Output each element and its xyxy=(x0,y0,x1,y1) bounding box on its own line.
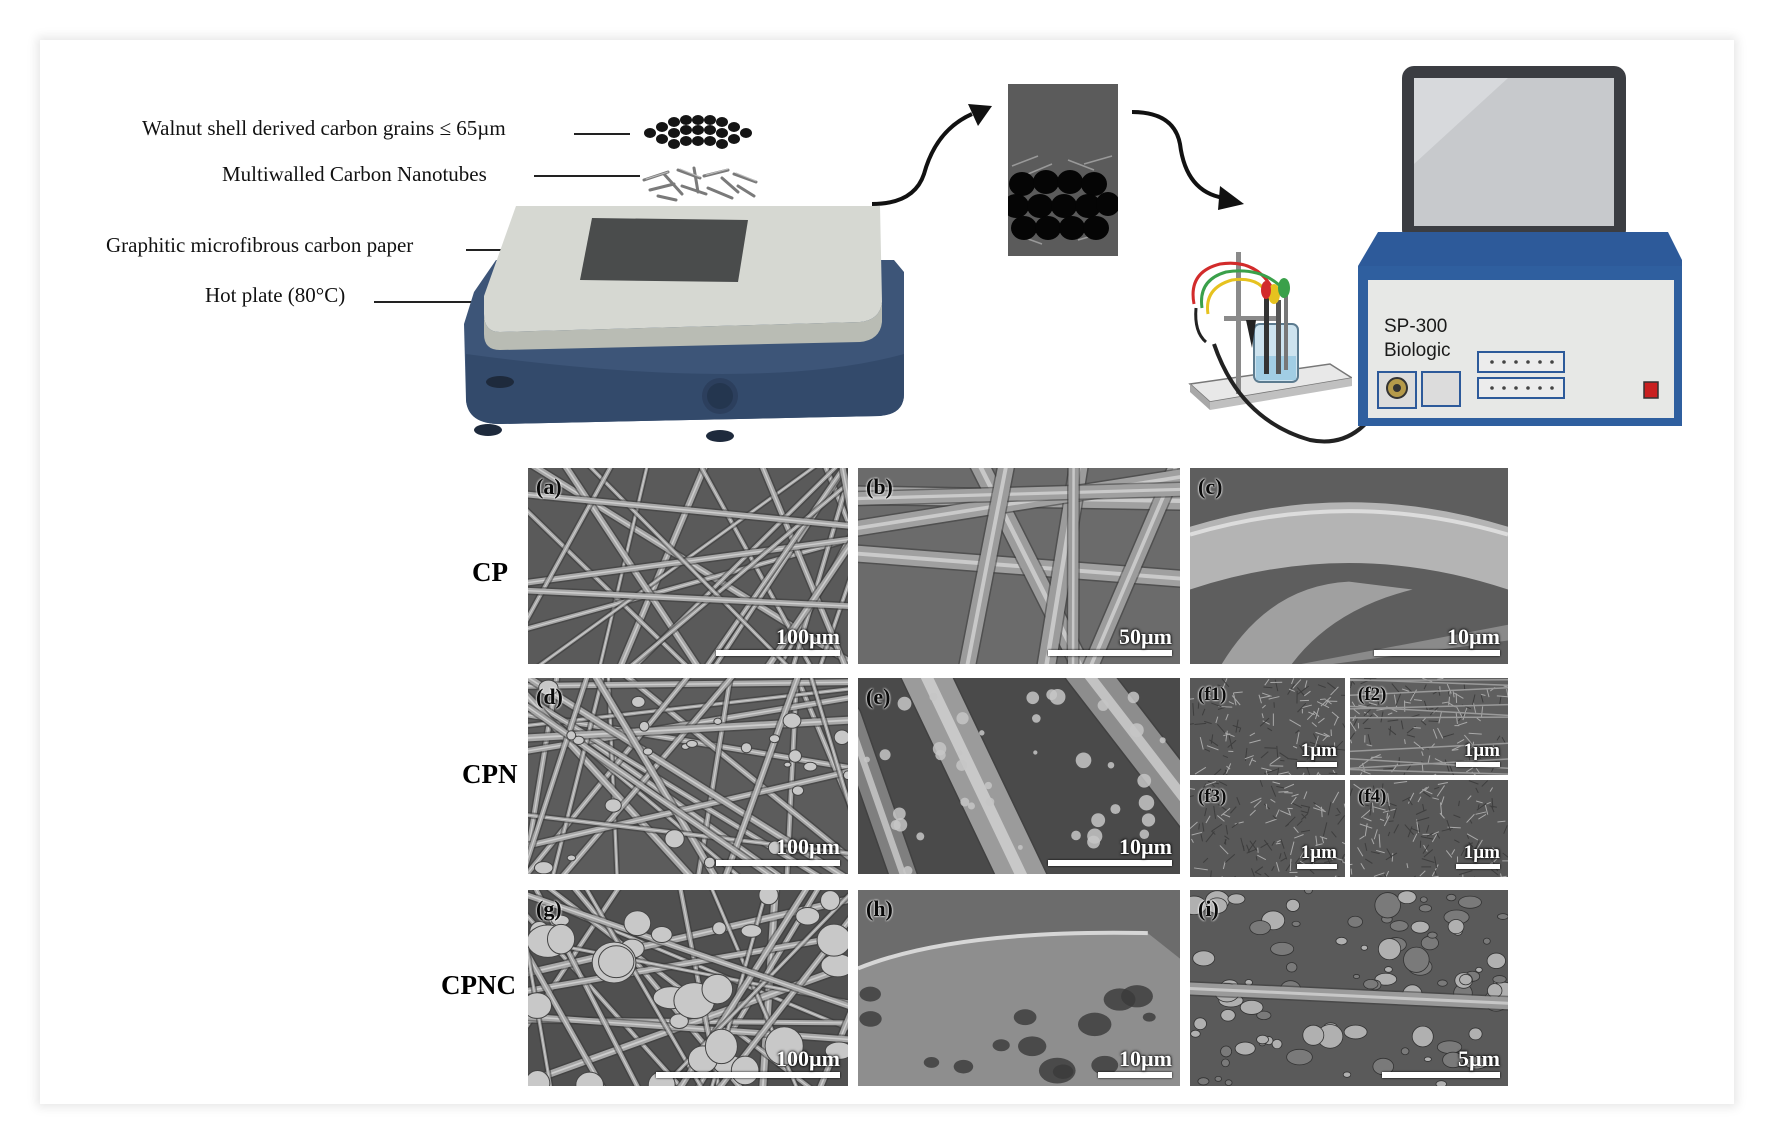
sem-panel-c: (c) 10µm xyxy=(1190,468,1508,664)
scale-bar: 100µm xyxy=(656,1048,840,1078)
row-label-cpnc: CPNC xyxy=(441,970,516,1000)
scale-bar: 100µm xyxy=(716,836,840,866)
panel-label: (a) xyxy=(536,474,562,499)
scale-bar: 1µm xyxy=(1297,843,1337,869)
scale-bar: 50µm xyxy=(1048,626,1172,656)
panel-label: (h) xyxy=(866,896,893,921)
scale-bar: 1µm xyxy=(1297,741,1337,767)
sem-panel-f4: (f4) 1µm xyxy=(1350,780,1508,877)
panel-label: (d) xyxy=(536,684,563,709)
sem-panel-h: (h) 10µm xyxy=(858,890,1180,1086)
panel-label: (e) xyxy=(866,684,891,709)
panel-label: (g) xyxy=(536,896,562,921)
instrument-brand: Biologic xyxy=(1384,340,1451,361)
scale-bar: 100µm xyxy=(716,626,840,656)
sem-panel-b: (b) 50µm xyxy=(858,468,1180,664)
flow-arrow-1 xyxy=(871,104,992,206)
scale-bar: 5µm xyxy=(1382,1048,1500,1078)
panel-label: (f2) xyxy=(1358,684,1387,705)
scale-bar-label: 10µm xyxy=(1118,1046,1172,1071)
scale-bar-label: 1µm xyxy=(1300,740,1337,761)
panel-label: (f4) xyxy=(1358,786,1387,807)
leader-nanotubes xyxy=(534,175,640,177)
instrument-model: SP-300 xyxy=(1384,316,1448,337)
panel-label: (f1) xyxy=(1198,684,1227,705)
sem-panel-f2: (f2) 1µm xyxy=(1350,678,1508,775)
scale-bar: 10µm xyxy=(1098,1048,1172,1078)
label-carbon-grains: Walnut shell derived carbon grains ≤ 65µ… xyxy=(142,116,506,140)
panel-label: (f3) xyxy=(1198,786,1227,807)
sem-panel-e: (e) 10µm xyxy=(858,678,1180,874)
sem-panel-d: (d) 100µm xyxy=(528,678,848,874)
flow-arrow-2 xyxy=(1131,110,1244,210)
potentiostat-body xyxy=(1358,232,1682,426)
hot-plate-icon xyxy=(464,206,904,442)
row-label-cp: CP xyxy=(472,557,508,587)
carbon-grains-icon xyxy=(644,115,752,149)
scale-bar-label: 100µm xyxy=(775,624,840,649)
electrochemical-cell-icon xyxy=(1188,252,1352,410)
sem-panel-a: (a) 100µm xyxy=(528,468,848,664)
panel-label: (i) xyxy=(1198,896,1219,921)
sem-panel-i: (i) 5µm xyxy=(1190,890,1508,1086)
electrode-inset xyxy=(1008,84,1118,256)
scale-bar-label: 1µm xyxy=(1463,740,1500,761)
label-nanotubes: Multiwalled Carbon Nanotubes xyxy=(222,162,487,186)
scale-bar: 10µm xyxy=(1048,836,1172,866)
leader-hot-plate xyxy=(374,301,480,303)
scale-bar-label: 1µm xyxy=(1300,842,1337,863)
sem-panel-g: (g) 100µm xyxy=(528,890,848,1086)
scale-bar-label: 1µm xyxy=(1463,842,1500,863)
scale-bar: 10µm xyxy=(1374,626,1500,656)
sem-panel-f1: (f1) 1µm xyxy=(1190,678,1345,775)
scale-bar-label: 10µm xyxy=(1118,834,1172,859)
scale-bar: 1µm xyxy=(1456,741,1500,767)
panel-label: (c) xyxy=(1198,474,1223,499)
scale-bar-label: 10µm xyxy=(1446,624,1500,649)
scale-bar-label: 5µm xyxy=(1457,1046,1500,1071)
label-hot-plate: Hot plate (80°C) xyxy=(205,283,346,307)
scale-bar: 1µm xyxy=(1456,843,1500,869)
label-carbon-paper: Graphitic microfibrous carbon paper xyxy=(106,233,414,257)
scale-bar-label: 100µm xyxy=(775,1046,840,1071)
leader-carbon-grains xyxy=(574,133,630,135)
scale-bar-label: 100µm xyxy=(775,834,840,859)
sem-panel-f3: (f3) 1µm xyxy=(1190,780,1345,877)
scale-bar-label: 50µm xyxy=(1118,624,1172,649)
row-label-cpn: CPN xyxy=(462,759,518,789)
panel-label: (b) xyxy=(866,474,893,499)
nanotubes-icon xyxy=(642,166,758,202)
